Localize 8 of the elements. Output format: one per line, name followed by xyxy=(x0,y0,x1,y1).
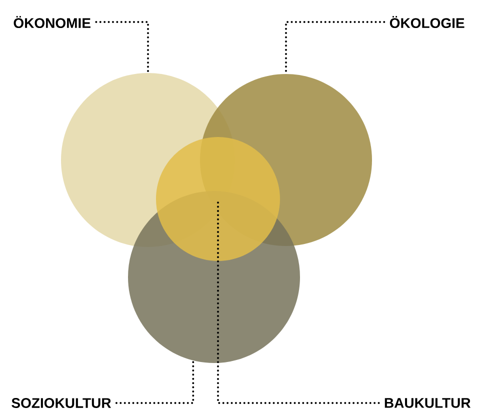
label-text: SOZIOKULTUR xyxy=(12,398,111,408)
leader-line xyxy=(95,21,149,74)
label-text: ÖKOLOGIE xyxy=(390,16,464,28)
label-text: ÖKONOMIE xyxy=(14,16,90,28)
label-text: BAUKULTUR xyxy=(384,398,471,408)
leader-line xyxy=(115,360,194,404)
circle xyxy=(156,137,280,261)
leader-line xyxy=(285,21,386,75)
